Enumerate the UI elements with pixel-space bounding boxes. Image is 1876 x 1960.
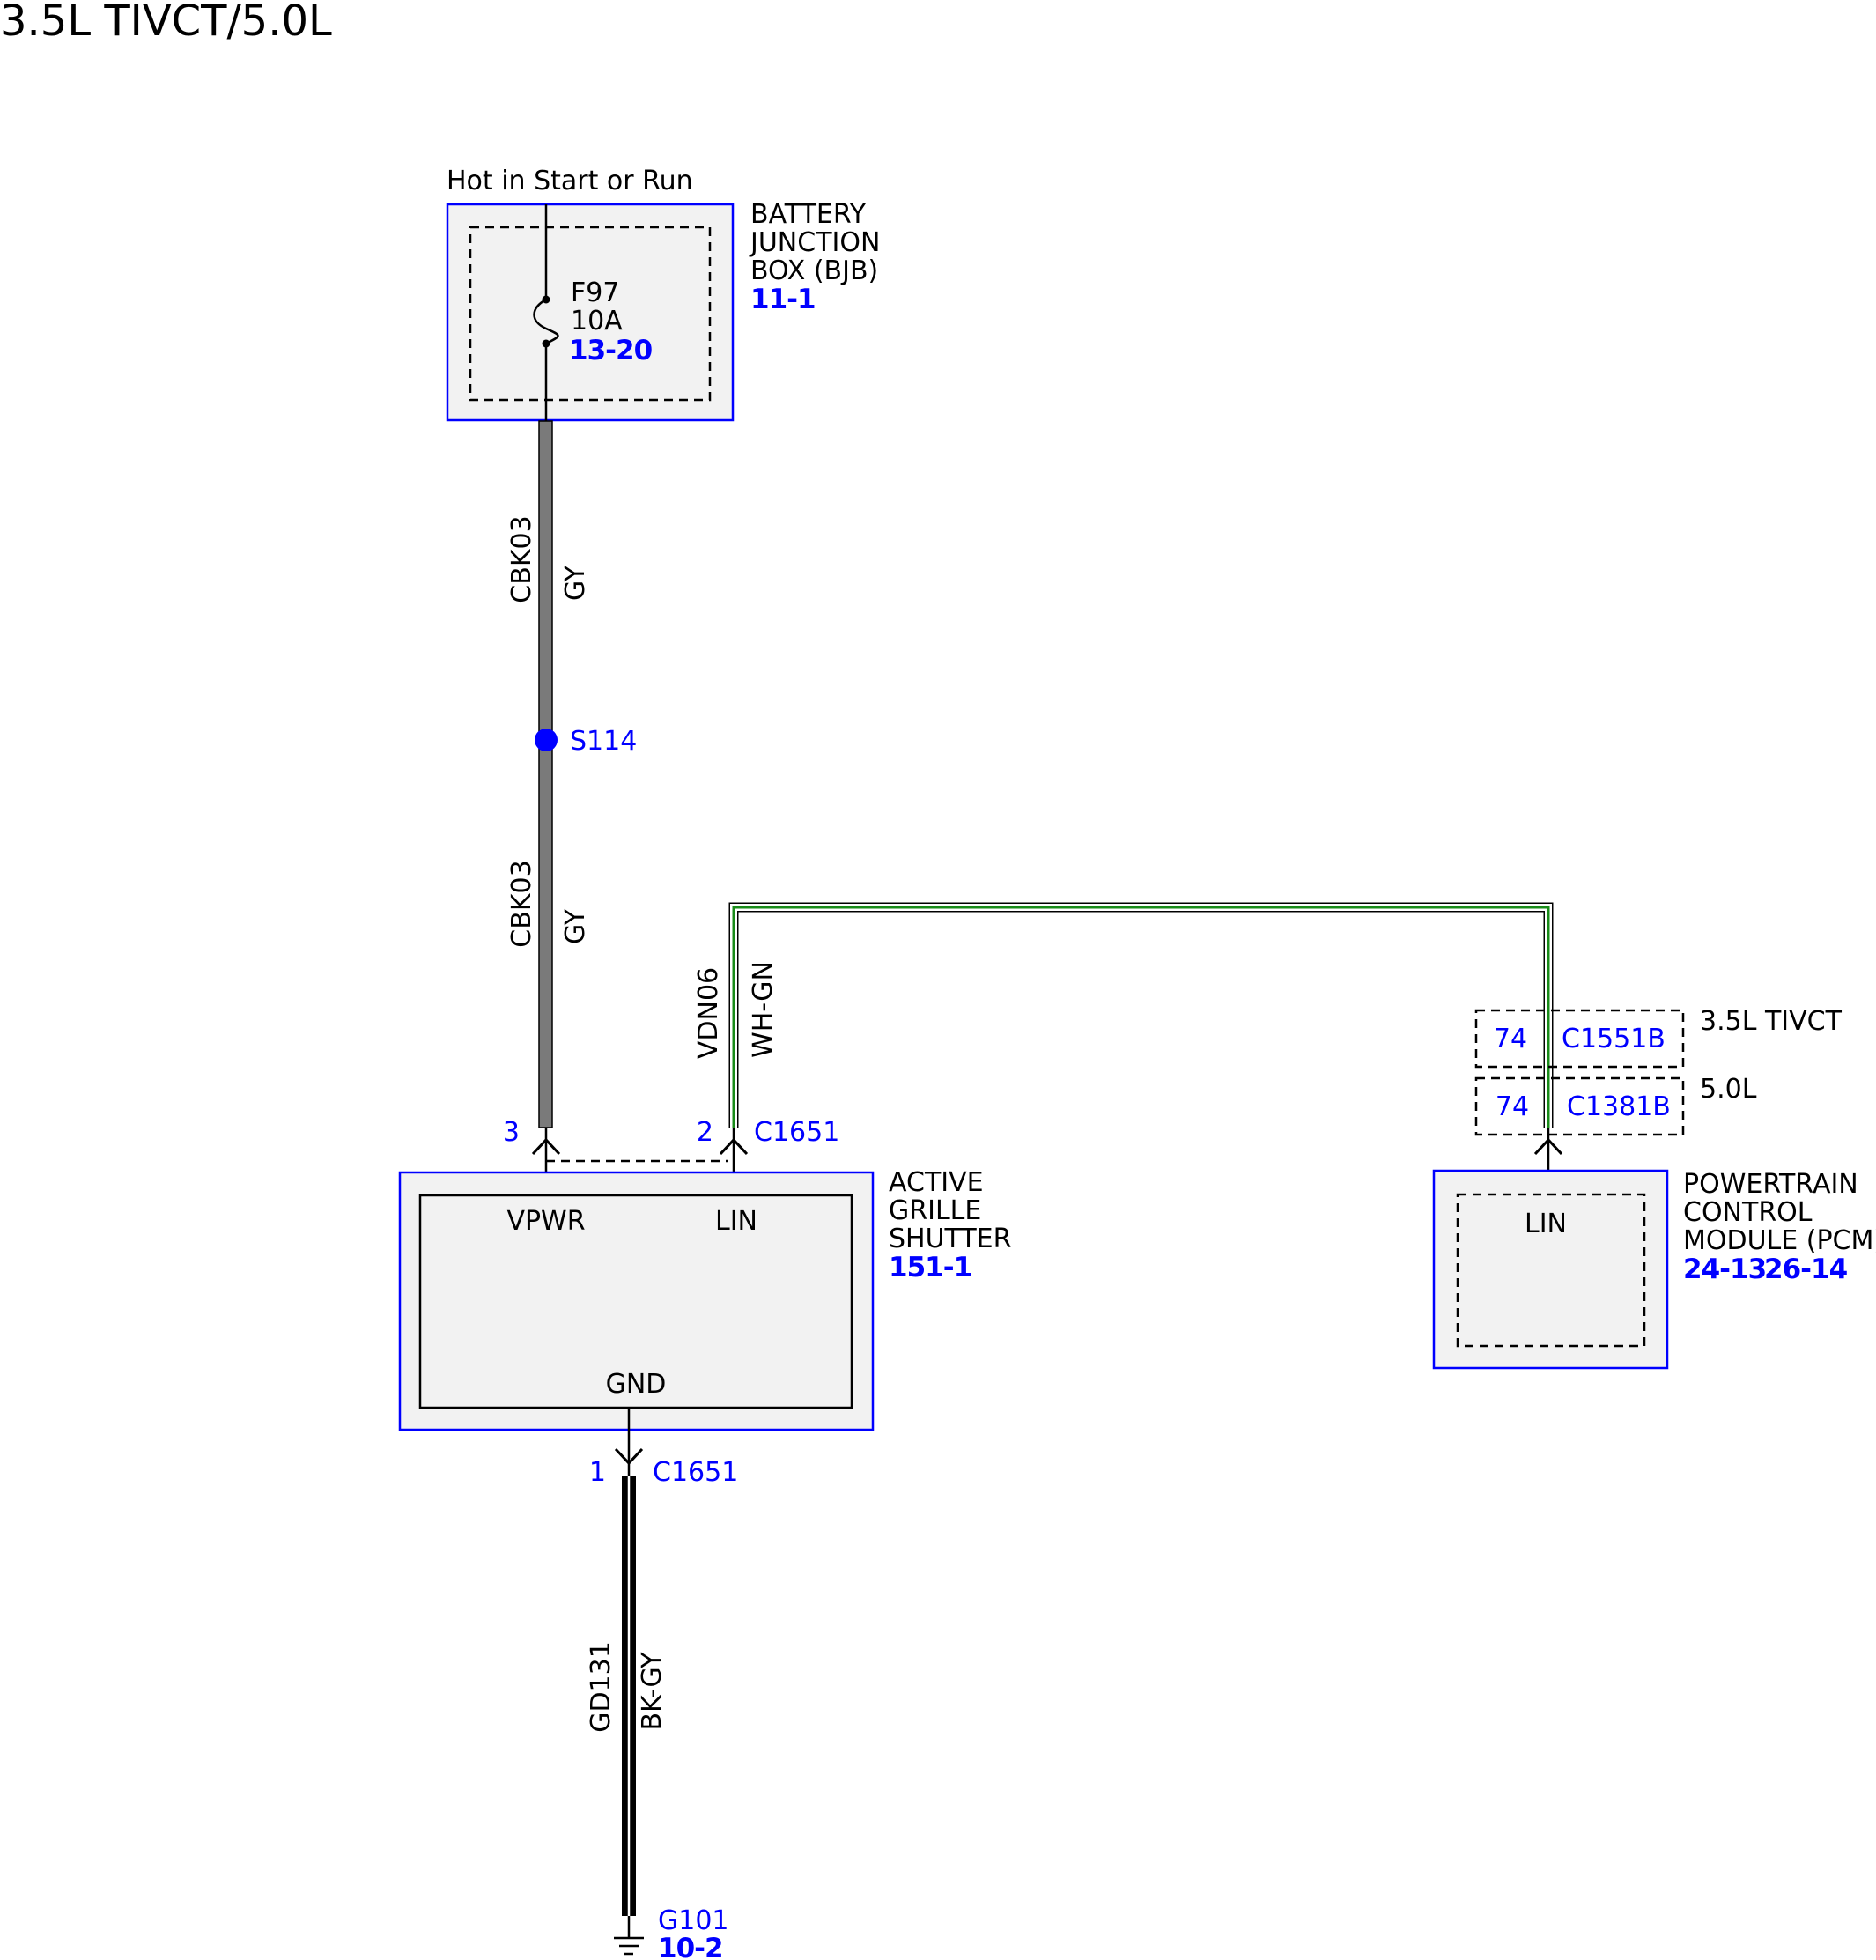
splice-dot[interactable]	[535, 729, 558, 751]
bjb-module[interactable]	[446, 203, 735, 422]
wire-upper-circuit: CBK03	[506, 515, 537, 603]
page-title: 3.5L TIVCT/5.0L	[0, 0, 332, 46]
power-source-label: Hot in Start or Run	[447, 166, 693, 196]
pcm-name-line3: MODULE (PCM)	[1683, 1225, 1876, 1256]
ground-connector-id[interactable]: C1651	[653, 1457, 738, 1488]
wire-lin-circuit: VDN06	[693, 967, 724, 1059]
pcm-name-line1: POWERTRAIN	[1683, 1169, 1858, 1200]
ags-pin-gnd-label: GND	[606, 1369, 667, 1400]
wire-lower-color: GY	[560, 908, 591, 944]
fuse-id: F97	[571, 277, 619, 308]
pcm-pin-lin-label: LIN	[1525, 1209, 1567, 1239]
wire-ground-color: BK-GY	[637, 1652, 668, 1731]
pcm-ref-link-1[interactable]: 24-13	[1683, 1254, 1767, 1285]
bjb-outline	[446, 203, 735, 422]
pcm-pin-number-2: 74	[1496, 1091, 1529, 1122]
pcm-pin-number-1: 74	[1494, 1024, 1527, 1054]
pcm-inner-dashed	[1456, 1193, 1646, 1348]
fuse-ref-link[interactable]: 13-20	[569, 335, 654, 366]
ground-icon	[614, 1916, 644, 1956]
wire-lin-color: WH-GN	[748, 961, 779, 1058]
ags-inner	[418, 1194, 853, 1409]
connector-arrow-gnd-icon	[614, 1408, 644, 1476]
ags-name-line2: GRILLE	[889, 1195, 981, 1226]
pcm-connector-box-1	[1474, 1009, 1685, 1069]
bjb-name-line2: JUNCTION	[749, 227, 880, 258]
wire-vdn06-wh-gn	[728, 902, 1554, 1128]
fuse-rating: 10A	[571, 306, 623, 337]
pcm-name-line2: CONTROL	[1683, 1197, 1813, 1228]
wire-lower-circuit: CBK03	[506, 860, 537, 947]
bjb-inner-dashed	[469, 226, 712, 402]
pcm-connector-id-2[interactable]: C1381B	[1567, 1091, 1671, 1122]
ags-ref-link[interactable]: 151-1	[889, 1252, 972, 1283]
pcm-variant-2: 5.0L	[1700, 1074, 1757, 1105]
wire-ground-circuit: GD131	[586, 1641, 617, 1733]
splice-id[interactable]: S114	[570, 726, 637, 757]
ags-name-line1: ACTIVE	[889, 1167, 984, 1198]
pcm-connector-id-1[interactable]: C1551B	[1562, 1024, 1666, 1054]
pcm-outline	[1432, 1169, 1669, 1370]
wire-gd131-bk-gy	[622, 1476, 636, 1916]
pcm-variant-1: 3.5L TIVCT	[1700, 1006, 1843, 1037]
connector-arrow-pcm-icon	[1533, 1128, 1563, 1172]
ags-pin-lin-number: 2	[697, 1117, 713, 1148]
pcm-connector-box-2	[1474, 1076, 1685, 1136]
ags-pin-lin-label: LIN	[715, 1206, 757, 1237]
ags-module[interactable]	[398, 1171, 875, 1431]
ags-pin-vpwr-number: 3	[503, 1117, 520, 1148]
pcm-ref-link-2[interactable]: 26-14	[1764, 1254, 1849, 1285]
ground-connector-pin: 1	[589, 1457, 606, 1488]
ags-pin-vpwr-label: VPWR	[506, 1206, 585, 1237]
ags-connector-id[interactable]: C1651	[754, 1117, 839, 1148]
bjb-name-line1: BATTERY	[750, 199, 867, 230]
wire-upper-color: GY	[560, 565, 591, 601]
wire-cbk03-gy	[538, 420, 553, 1128]
ags-name-line3: SHUTTER	[889, 1224, 1011, 1254]
pcm-module[interactable]	[1432, 1169, 1669, 1370]
ground-id[interactable]: G101	[658, 1905, 729, 1936]
ground-ref-link[interactable]: 10-2	[658, 1933, 724, 1960]
bjb-ref-link[interactable]: 11-1	[750, 284, 816, 315]
bjb-name-line3: BOX (BJB)	[750, 255, 878, 286]
